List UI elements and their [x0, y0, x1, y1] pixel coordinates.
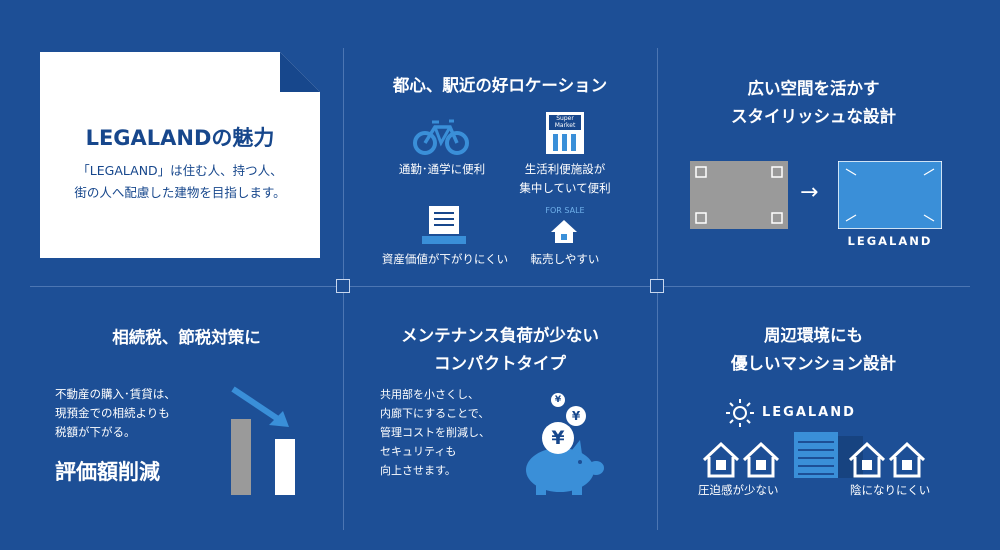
- resale-label: 転売しやすい: [530, 252, 600, 266]
- house-outline-icon-2: [742, 441, 780, 478]
- tax-line-3: 税額が下がる。: [55, 425, 136, 439]
- yen-symbol-medium: ¥: [571, 409, 581, 423]
- coin-icon-medium: ¥: [566, 406, 586, 426]
- tax-highlight: 評価額削減: [55, 460, 160, 484]
- maintenance-text: 共用部を小さくし、 内廊下にすることで、 管理コストを削減し、 セキュリティも …: [380, 385, 490, 480]
- yen-symbol-large: ¥: [551, 427, 565, 449]
- intro-title: LEGALANDの魅力: [85, 126, 275, 150]
- life-line-1: 生活利便施設が: [524, 162, 606, 176]
- supermarket-sign-text-1: Super: [556, 115, 574, 122]
- after-room-icon: [838, 161, 942, 229]
- grid-node-2: [650, 279, 664, 293]
- house-icon: [551, 220, 577, 243]
- asset-document-icon: [422, 206, 466, 244]
- maintenance-title-line-1: メンテナンス負荷が少ない: [401, 326, 599, 345]
- maintenance-title-line-2: コンパクトタイプ: [434, 354, 566, 373]
- maintenance-title: メンテナンス負荷が少ない コンパクトタイプ: [343, 322, 657, 378]
- tax-title: 相続税、節税対策に: [112, 328, 261, 347]
- life-line-2: 集中していて便利: [519, 181, 611, 195]
- pressure-label: 圧迫感が少ない: [698, 483, 779, 497]
- intro-card: LEGALANDの魅力 「LEGALAND」は住む人、持つ人、 街の人へ配慮した…: [40, 52, 320, 258]
- neighbor-title-line-1: 周辺環境にも: [764, 326, 863, 345]
- bicycle-icon: [413, 119, 469, 155]
- piggy-bank-icon: [526, 440, 604, 495]
- space-title-line-1: 広い空間を活かす: [747, 79, 880, 98]
- commute-label: 通勤･通学に便利: [398, 162, 486, 176]
- maintenance-line-1: 共用部を小さくし、: [380, 388, 479, 401]
- asset-value-label: 資産価値が下がりにくい: [381, 252, 509, 266]
- maintenance-line-4: セキュリティも: [380, 445, 457, 458]
- divider-horizontal: [30, 286, 970, 287]
- house-outline-icon-4: [888, 441, 926, 478]
- coin-icon-small: ¥: [551, 393, 565, 407]
- location-title: 都心、駅近の好ロケーション: [392, 76, 608, 95]
- tax-line-1: 不動産の購入･賃貸は、: [55, 387, 176, 401]
- sun-icon: [726, 399, 754, 427]
- life-facilities-label: 生活利便施設が 集中していて便利: [500, 160, 630, 198]
- space-title-line-2: スタイリッシュな設計: [731, 107, 896, 126]
- intro-line-2: 街の人へ配慮した建物を目指します。: [74, 185, 286, 200]
- maintenance-line-3: 管理コストを削減し、: [380, 426, 490, 439]
- shade-label: 陰になりにくい: [850, 483, 931, 497]
- neighbor-title: 周辺環境にも 優しいマンション設計: [657, 322, 970, 378]
- intro-text: 「LEGALAND」は住む人、持つ人、 街の人へ配慮した建物を目指します。: [40, 160, 320, 204]
- supermarket-sign-text-2: Market: [554, 122, 576, 129]
- for-sale-label: FOR SALE: [545, 206, 585, 215]
- tax-text: 不動産の購入･賃貸は、 現預金での相続よりも 税額が下がる。: [55, 385, 176, 442]
- supermarket-icon: Super Market: [546, 112, 584, 154]
- note-paper-icon: [40, 52, 320, 258]
- decrease-bar-icon: [231, 386, 295, 495]
- transform-arrow: →: [800, 180, 819, 205]
- tax-line-2: 現預金での相続よりも: [55, 406, 170, 420]
- neighbor-brand: LEGALAND: [762, 405, 856, 420]
- house-outline-icon-1: [702, 441, 740, 478]
- supermarket-sign: Super Market: [549, 115, 581, 130]
- before-room-icon: [690, 161, 788, 229]
- house-outline-icon-3: [848, 441, 886, 478]
- neighbor-title-line-2: 優しいマンション設計: [731, 354, 896, 373]
- space-brand: LEGALAND: [847, 234, 933, 248]
- maintenance-line-5: 向上させます。: [380, 464, 456, 477]
- maintenance-line-2: 内廊下にすることで、: [380, 407, 490, 420]
- building-icon: [794, 432, 838, 478]
- intro-line-1: 「LEGALAND」は住む人、持つ人、: [77, 163, 283, 178]
- grid-node-1: [336, 279, 350, 293]
- coin-icon-large: ¥: [542, 422, 574, 454]
- space-title: 広い空間を活かす スタイリッシュな設計: [657, 75, 970, 131]
- yen-symbol-small: ¥: [554, 395, 562, 405]
